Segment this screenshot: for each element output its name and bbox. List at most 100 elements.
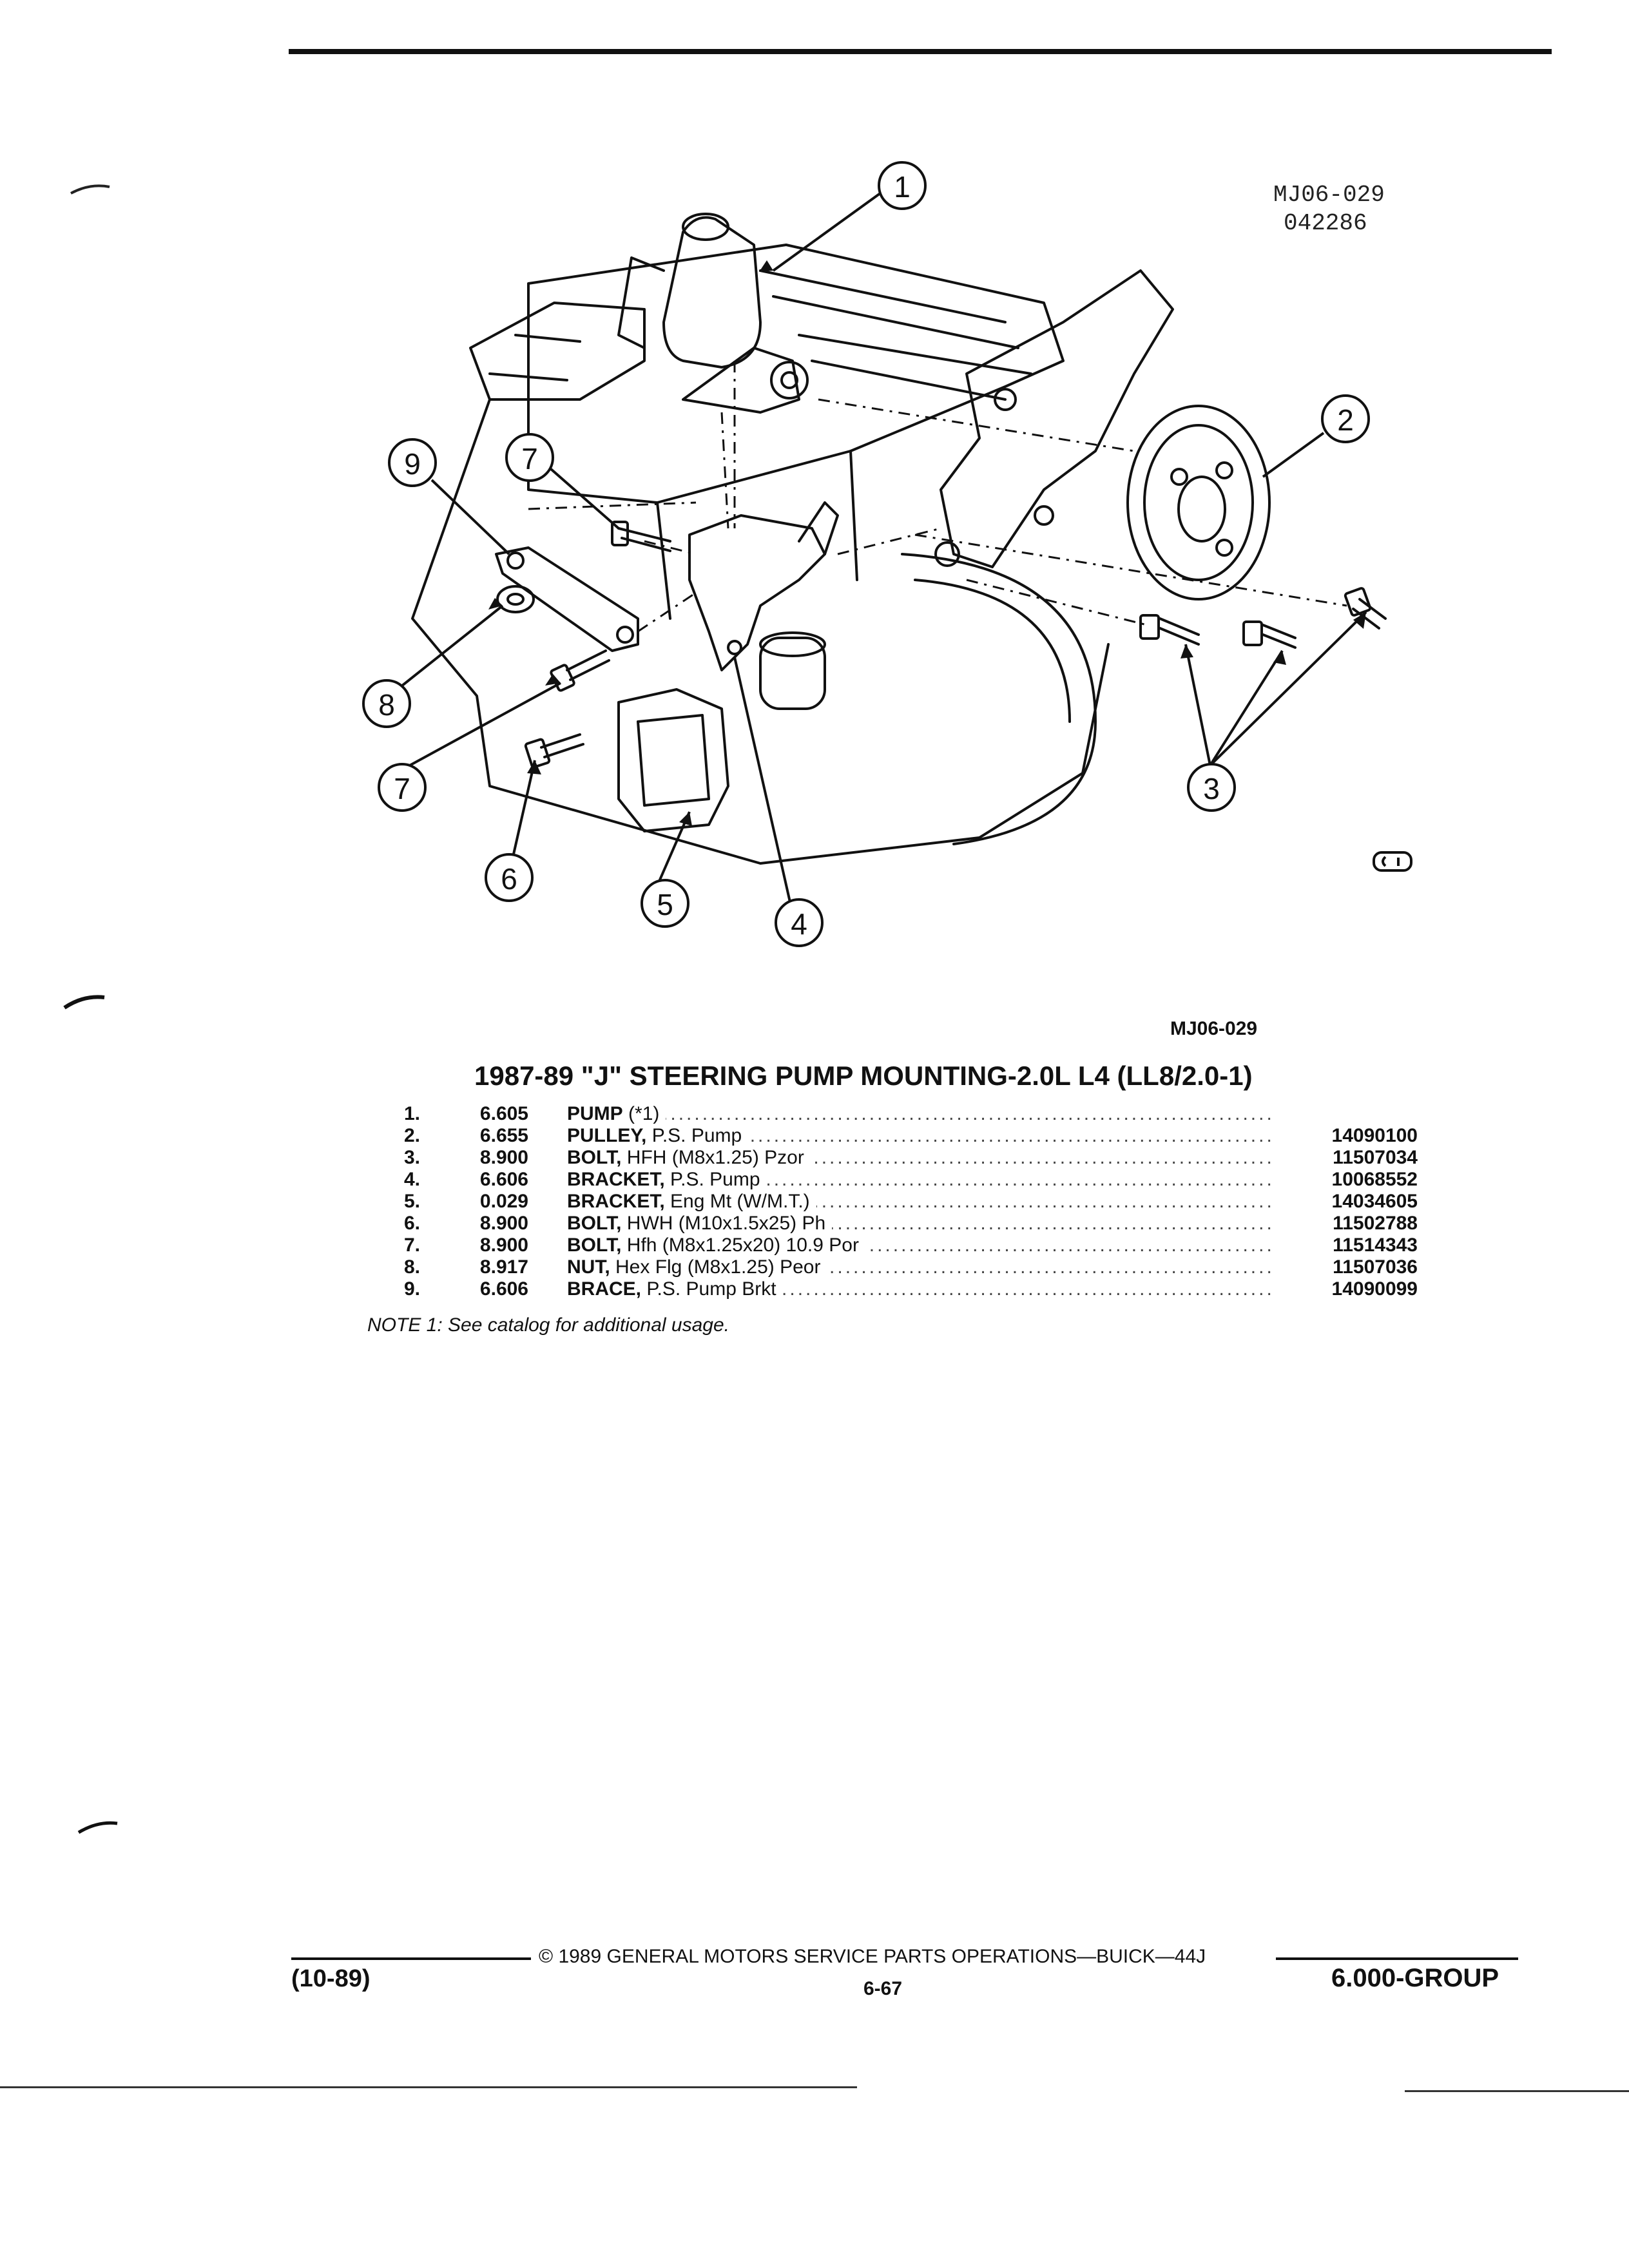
part-detail: HFH (M8x1.25) Pzor	[621, 1147, 804, 1168]
part-name: BOLT,	[567, 1147, 622, 1168]
part-number: 14090100	[1276, 1125, 1418, 1147]
part-number: 11507034	[1276, 1147, 1418, 1169]
bolt-shapes	[524, 521, 1387, 769]
revision-date: (10-89)	[291, 1965, 371, 1992]
part-detail: Eng Mt (W/M.T.)	[664, 1191, 810, 1212]
mounting-bracket-shape	[940, 269, 1174, 568]
parts-row: 6. 8.900.................................…	[361, 1213, 1418, 1235]
engine-block-outline	[527, 244, 1065, 504]
callout-4: 4	[791, 907, 807, 941]
part-number: 11507036	[1276, 1256, 1418, 1278]
part-number: 11502788	[1276, 1213, 1418, 1235]
callout-7-lower: 7	[394, 772, 410, 805]
part-detail: HWH (M10x1.5x25) Ph	[621, 1213, 826, 1234]
bottom-rule-right	[1405, 2090, 1629, 2092]
part-name: PULLEY,	[567, 1125, 647, 1146]
callout-7-upper: 7	[521, 442, 538, 476]
parts-row: 4. 6.606.................................…	[361, 1169, 1418, 1191]
parts-list: 1. 6.605.................................…	[361, 1103, 1418, 1300]
part-detail: P.S. Pump Brkt	[641, 1278, 776, 1300]
engine-mount-bracket-shape	[617, 688, 729, 832]
part-description: ........................................…	[567, 1213, 1276, 1235]
footnote: NOTE 1: See catalog for additional usage…	[367, 1314, 730, 1336]
brace-shape	[495, 546, 639, 652]
group-number: 8.900	[479, 1235, 528, 1256]
callout-1: 1	[894, 170, 911, 204]
group-number: 8.917	[479, 1256, 528, 1278]
group-number: 6.606	[479, 1278, 528, 1300]
item-number: 5.	[403, 1191, 420, 1212]
pump-bracket-shape	[688, 514, 826, 671]
nut-shape	[496, 585, 535, 613]
footer-rule-left	[291, 1957, 531, 1960]
part-description: ........................................…	[567, 1125, 1276, 1147]
parts-row: 2. 6.655.................................…	[361, 1125, 1418, 1147]
part-name: BRACKET,	[567, 1169, 665, 1190]
pulley-shape	[1126, 405, 1271, 601]
callout-3: 3	[1203, 772, 1220, 805]
part-description: ........................................…	[567, 1256, 1276, 1278]
exploded-view-illustration: 1 2 3 4 5 6 7 7 8 9	[362, 161, 1412, 947]
callout-9: 9	[404, 447, 421, 481]
callout-8: 8	[378, 688, 395, 722]
part-detail: Hex Flg (M8x1.25) Peor	[610, 1256, 821, 1278]
callout-6: 6	[501, 862, 517, 896]
figure-code-bottom: MJ06-029	[1170, 1018, 1258, 1039]
footer-copyright: © 1989 GENERAL MOTORS SERVICE PARTS OPER…	[539, 1946, 1206, 1967]
item-number: 1.	[403, 1103, 420, 1124]
item-number: 7.	[403, 1235, 420, 1256]
part-name: BOLT,	[567, 1235, 622, 1256]
part-number	[1276, 1103, 1418, 1125]
part-name: NUT,	[567, 1256, 610, 1278]
part-name: PUMP	[567, 1103, 623, 1124]
part-description: ........................................…	[567, 1103, 1276, 1125]
group-number: 6.655	[479, 1125, 528, 1146]
group-number: 8.900	[479, 1213, 528, 1234]
part-name: BOLT,	[567, 1213, 622, 1234]
part-name: BRACE,	[567, 1278, 642, 1300]
part-name: BRACKET,	[567, 1191, 665, 1212]
parts-row: 9. 6.606.................................…	[361, 1278, 1418, 1300]
group-number: 6.606	[479, 1169, 528, 1190]
part-detail: P.S. Pump	[664, 1169, 760, 1190]
pump-reservoir-shape	[662, 216, 762, 369]
margin-mark-1	[70, 184, 110, 195]
group-number: 6.605	[479, 1103, 528, 1124]
part-description: ........................................…	[567, 1235, 1276, 1256]
group-number: 8.900	[479, 1147, 528, 1168]
parts-row: 8. 8.917.................................…	[361, 1256, 1418, 1278]
part-detail: P.S. Pump	[646, 1125, 742, 1146]
footer-rule-right	[1276, 1957, 1518, 1960]
group-number: 0.029	[479, 1191, 528, 1212]
part-description: ........................................…	[567, 1278, 1276, 1300]
part-description: ........................................…	[567, 1169, 1276, 1191]
figure-code-top: MJ06-029	[1273, 182, 1385, 208]
item-number: 3.	[403, 1147, 420, 1168]
oil-filter-shape	[759, 637, 826, 710]
callout-5: 5	[657, 888, 673, 921]
parts-row: 3. 8.900.................................…	[361, 1147, 1418, 1169]
section-title: 1987-89 "J" STEERING PUMP MOUNTING-2.0L …	[474, 1061, 1253, 1091]
part-detail: Hfh (M8x1.25x20) 10.9 Por	[621, 1235, 859, 1256]
part-detail: (*1)	[622, 1103, 660, 1124]
item-number: 8.	[403, 1256, 420, 1278]
item-number: 4.	[403, 1169, 420, 1190]
item-number: 2.	[403, 1125, 420, 1146]
margin-mark-2	[63, 995, 105, 1010]
item-number: 6.	[403, 1213, 420, 1234]
timing-cover-arc	[901, 553, 1097, 845]
gm-logo-mark	[1373, 851, 1412, 872]
item-number: 9.	[403, 1278, 420, 1300]
part-number: 11514343	[1276, 1235, 1418, 1256]
group-label: 6.000-GROUP	[1331, 1964, 1499, 1992]
margin-mark-3	[77, 1821, 118, 1834]
callout-2: 2	[1337, 403, 1354, 437]
leader-dots: ........................................…	[567, 1103, 1276, 1124]
bottom-rule-left	[0, 2086, 857, 2088]
parts-row: 7. 8.900.................................…	[361, 1235, 1418, 1256]
page-number: 6-67	[863, 1978, 903, 1999]
header-rule	[289, 49, 1552, 54]
part-description: ........................................…	[567, 1147, 1276, 1169]
part-number: 14034605	[1276, 1191, 1418, 1213]
